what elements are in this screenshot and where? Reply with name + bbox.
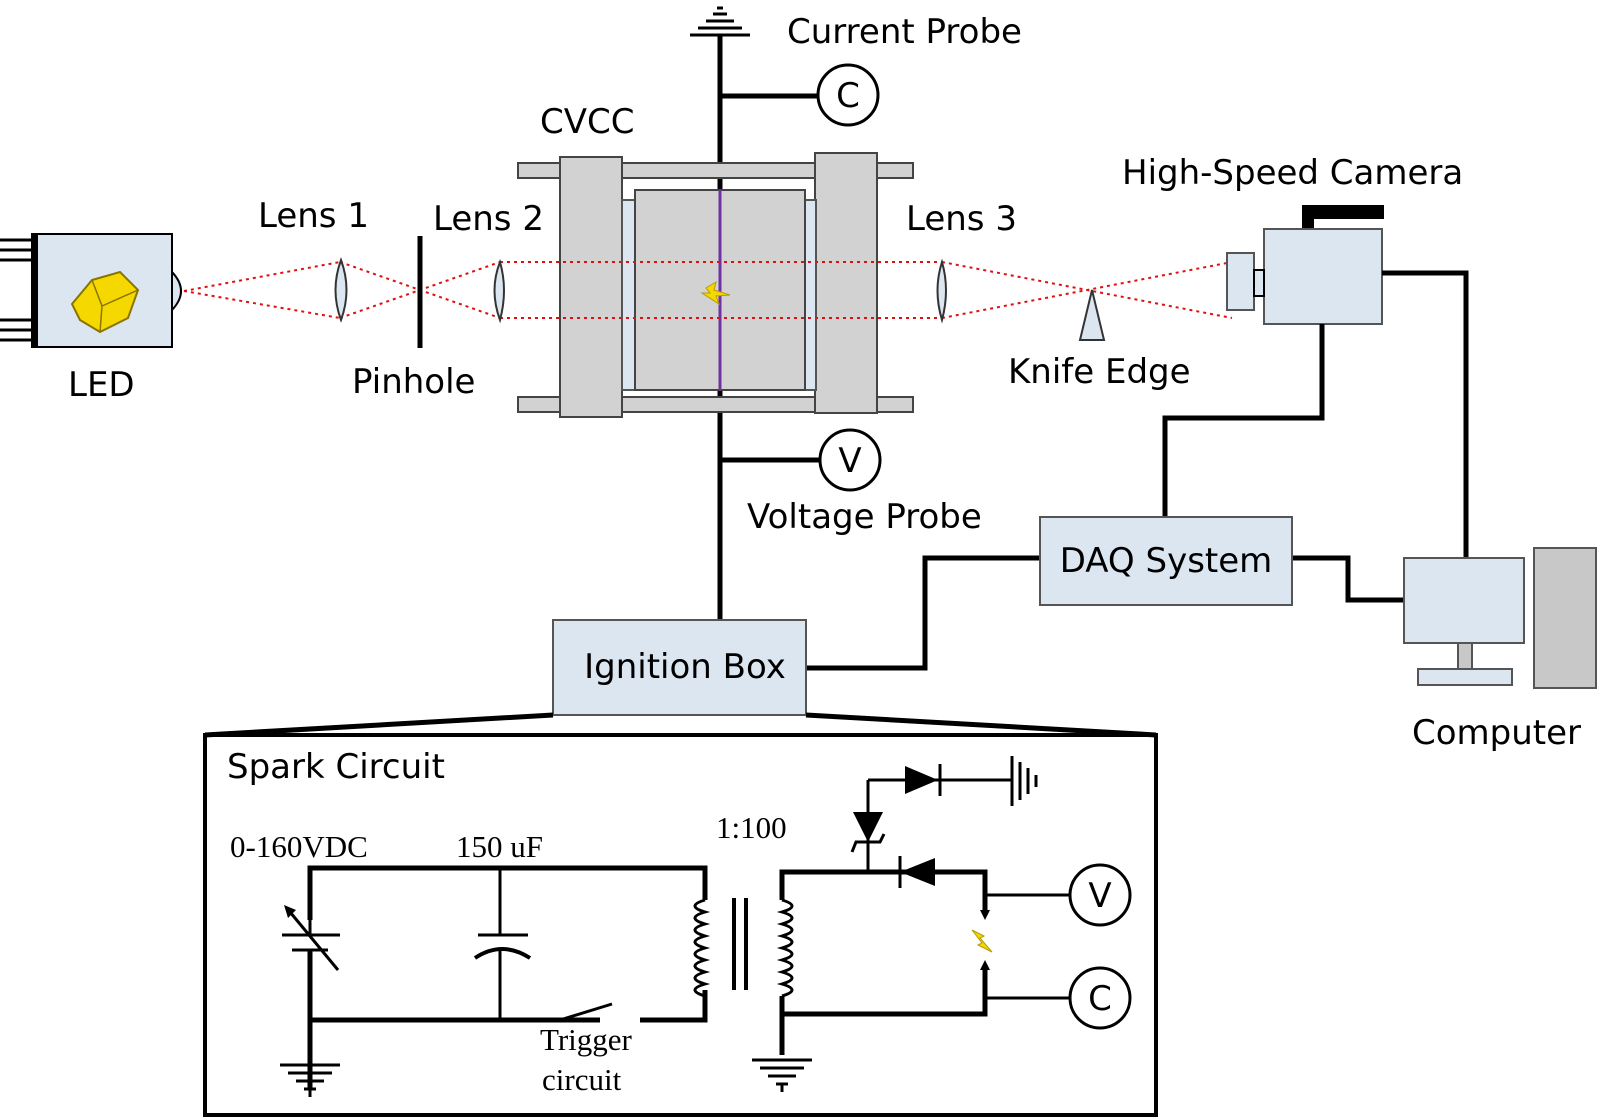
cvcc-label: CVCC (540, 102, 634, 142)
high-speed-camera-label: High-Speed Camera (1122, 153, 1463, 193)
computer (1403, 547, 1597, 689)
capacitor-icon (473, 868, 532, 1020)
current-probe-top: C (720, 63, 880, 127)
ground-icon-left (280, 1063, 340, 1097)
pinhole-label: Pinhole (352, 362, 475, 402)
daq-system-box: DAQ System (1039, 516, 1293, 606)
ignition-box: Ignition Box (552, 619, 807, 716)
lens-1 (334, 257, 348, 323)
voltage-probe-letter: V (838, 441, 861, 481)
capacitor-label: 150 uF (456, 829, 543, 864)
spark-circuit-frame (203, 733, 1158, 1117)
lens-2 (493, 258, 505, 324)
transformer-ratio-label: 1:100 (716, 810, 787, 845)
high-speed-camera (1226, 205, 1384, 325)
lens-3 (936, 258, 947, 324)
variable-dc-source-icon (282, 905, 340, 971)
voltage-source-label: 0-160VDC (230, 829, 368, 864)
light-rays (183, 261, 1233, 319)
ground-diode-icon (868, 764, 1012, 796)
led-source (0, 233, 182, 348)
voltage-probe-top: V (720, 428, 882, 492)
cvcc-chamber (517, 152, 914, 418)
led-label: LED (68, 365, 135, 405)
current-probe-label: Current Probe (787, 12, 1022, 52)
led-crystal-icon (70, 270, 140, 334)
data-wiring (806, 270, 1469, 671)
transformer-icon (693, 898, 794, 998)
ground-icon-circuit-top (1010, 756, 1038, 806)
lens-2-label: Lens 2 (433, 199, 544, 239)
computer-label: Computer (1412, 713, 1581, 753)
trigger-circuit-label-2: circuit (542, 1062, 622, 1097)
zoom-connector (204, 712, 1157, 738)
voltage-probe-label: Voltage Probe (747, 497, 982, 537)
current-probe-letter: C (836, 76, 860, 116)
diode-icon (898, 856, 935, 888)
spark-icon (700, 280, 731, 306)
trigger-switch-icon (559, 1002, 613, 1022)
circuit-current-probe-letter: C (1088, 979, 1112, 1019)
spark-circuit-schematic (280, 756, 1132, 1097)
daq-system-label: DAQ System (1060, 541, 1273, 581)
knife-edge (1078, 289, 1106, 341)
circuit-voltage-probe-letter: V (1088, 876, 1111, 916)
spark-gap-icon (971, 910, 993, 970)
ignition-box-label: Ignition Box (584, 647, 786, 687)
lens-1-label: Lens 1 (258, 196, 369, 236)
lens-3-label: Lens 3 (906, 199, 1017, 239)
zener-diode-icon (850, 780, 886, 872)
knife-edge-label: Knife Edge (1008, 352, 1191, 392)
trigger-circuit-label-1: Trigger (540, 1022, 633, 1057)
spark-circuit-title: Spark Circuit (227, 747, 445, 787)
ground-icon-right (752, 1058, 812, 1092)
